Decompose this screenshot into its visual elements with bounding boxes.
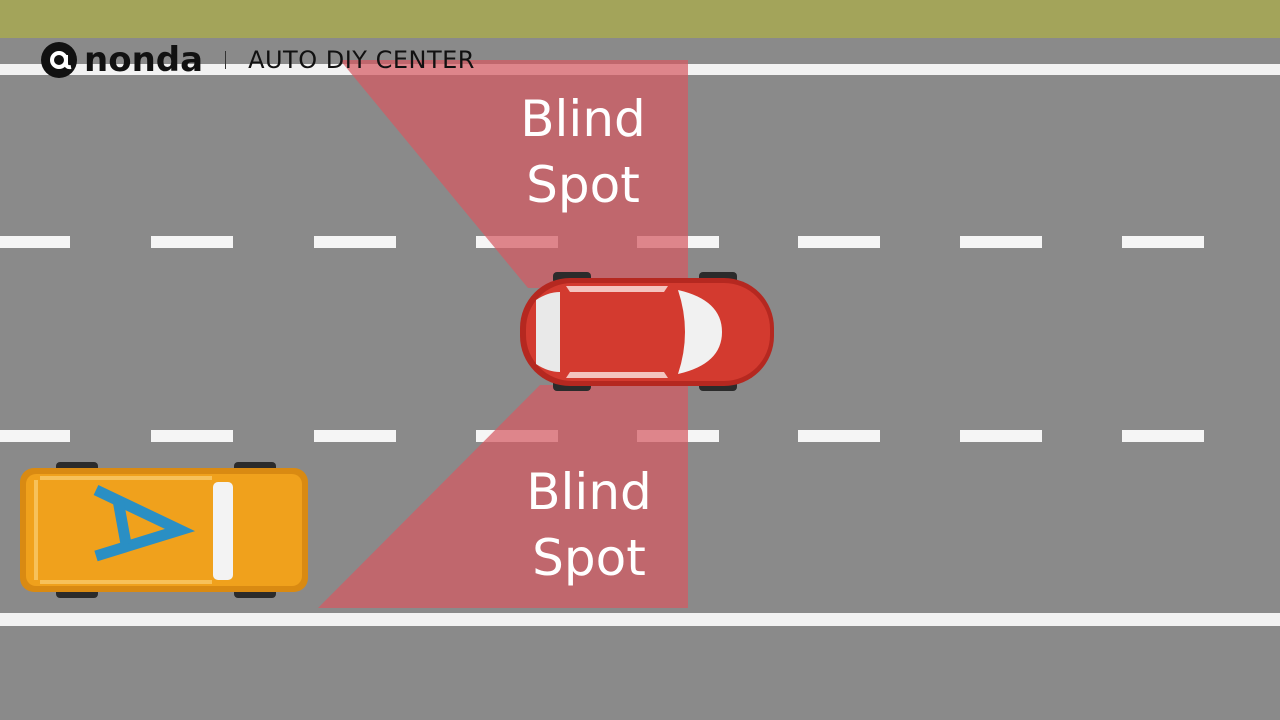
blind-spot-zone-upper [340,60,688,288]
grass-strip [0,0,1280,38]
at-sign-icon [40,41,78,79]
brand-name: nonda [84,40,204,80]
red-car [520,272,774,391]
brand-tagline: AUTO DIY CENTER [248,46,475,74]
blind-spot-label-line2: Spot [526,156,640,214]
yellow-car [20,462,308,598]
blind-spot-label-line1: Blind [526,463,652,521]
blind-spot-label-line2: Spot [532,529,646,587]
blind-spot-zone-lower [318,385,688,608]
blind-spot-label-upper: Blind Spot [483,86,683,218]
blind-spot-label-line1: Blind [520,90,646,148]
car-letter-marking [93,485,196,562]
road-edge-line-bottom [0,613,1280,626]
lane-divider-lower [0,430,1204,442]
blind-spot-label-lower: Blind Spot [489,459,689,591]
brand-divider [225,51,227,69]
brand-header: nonda AUTO DIY CENTER [40,40,475,80]
